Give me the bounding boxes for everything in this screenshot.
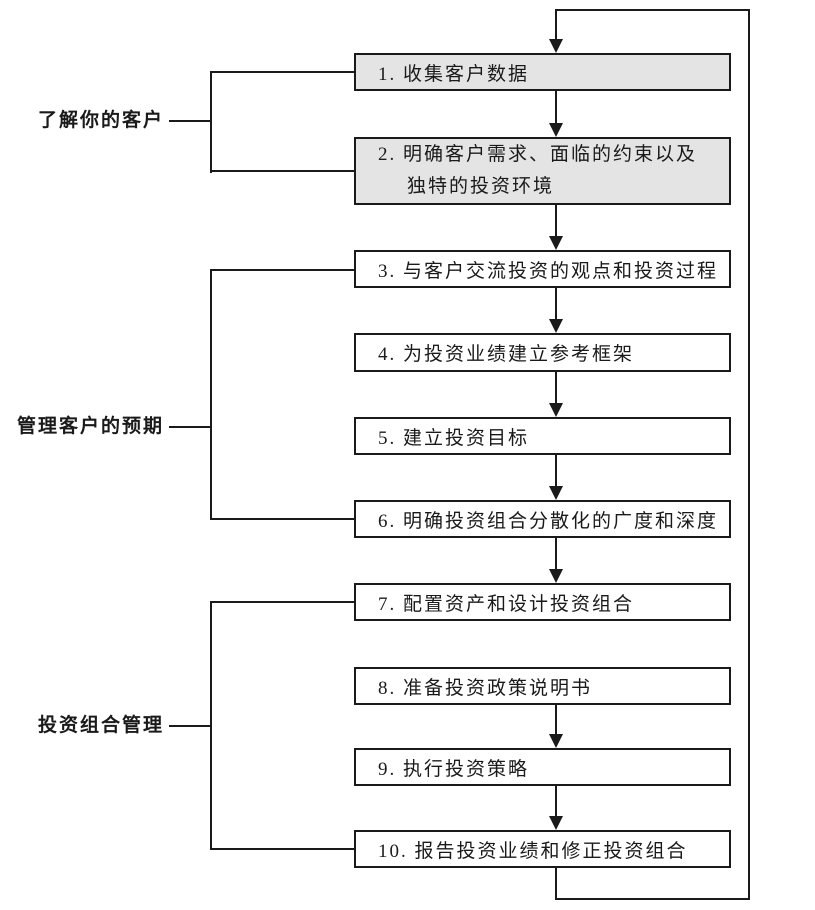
- group2-stub-to-box6: [210, 518, 354, 520]
- group3-stub-to-box7: [210, 601, 354, 603]
- group1-stub-to-box2: [210, 170, 354, 172]
- arrow-line-8-to-9: [555, 705, 557, 735]
- group3-bracket-vertical: [210, 601, 212, 850]
- down-arrowhead-icon: [549, 734, 563, 748]
- flow-box-label: 5. 建立投资目标: [378, 427, 530, 449]
- arrow-line-5-to-6: [555, 455, 557, 487]
- flow-box-label: 2. 明确客户需求、面临的约束以及: [378, 144, 698, 165]
- flow-box-6-diversification: 6. 明确投资组合分散化的广度和深度: [354, 500, 731, 538]
- arrow-line-6-to-7: [555, 538, 557, 570]
- arrow-line-2-to-3: [555, 205, 557, 237]
- group-label-know-your-client: 了解你的客户: [37, 110, 164, 131]
- down-arrowhead-icon: [549, 486, 563, 500]
- flow-box-7-asset-allocation: 7. 配置资产和设计投资组合: [354, 583, 731, 621]
- group1-bracket-vertical: [210, 71, 212, 173]
- arrow-line-4-to-5: [555, 372, 557, 404]
- feedback-line-top: [555, 9, 750, 11]
- flow-box-5-set-objectives: 5. 建立投资目标: [354, 417, 731, 455]
- flow-box-label: 10. 报告投资业绩和修正投资组合: [378, 840, 688, 862]
- flow-box-label-line2: 独特的投资环境: [407, 176, 555, 197]
- feedback-line-box10-down: [555, 866, 557, 900]
- flow-box-10-report-revise: 10. 报告投资业绩和修正投资组合: [354, 830, 731, 868]
- feedback-line-right: [748, 9, 750, 900]
- flow-box-label: 8. 准备投资政策说明书: [378, 677, 593, 699]
- down-arrowhead-icon: [549, 236, 563, 250]
- group3-label-line: [169, 725, 211, 727]
- flow-box-1-collect-client-data: 1. 收集客户数据: [354, 53, 731, 91]
- group1-label-line: [169, 120, 211, 122]
- group2-label-line: [169, 426, 211, 428]
- down-arrowhead-icon: [549, 403, 563, 417]
- down-arrowhead-icon: [549, 123, 563, 137]
- arrow-line-1-to-2: [555, 91, 557, 124]
- group3-stub-to-box10: [210, 848, 354, 850]
- feedback-line-bottom: [555, 898, 750, 900]
- group2-bracket-vertical: [210, 269, 212, 520]
- flow-box-label: 9. 执行投资策略: [378, 758, 530, 780]
- down-arrowhead-icon: [549, 39, 563, 53]
- down-arrowhead-icon: [549, 569, 563, 583]
- arrow-line-9-to-10: [555, 786, 557, 817]
- flow-box-label: 6. 明确投资组合分散化的广度和深度: [378, 510, 719, 532]
- down-arrowhead-icon: [549, 816, 563, 830]
- arrow-line-3-to-4: [555, 288, 557, 320]
- flow-box-9-execute-strategy: 9. 执行投资策略: [354, 748, 731, 786]
- flow-box-8-policy-statement: 8. 准备投资政策说明书: [354, 667, 731, 705]
- feedback-arrow-line-into-box1: [555, 9, 557, 40]
- flow-box-2-identify-needs-constraints: 2. 明确客户需求、面临的约束以及 独特的投资环境: [354, 137, 731, 205]
- flow-box-label: 3. 与客户交流投资的观点和投资过程: [378, 260, 719, 282]
- flow-box-label: 4. 为投资业绩建立参考框架: [378, 344, 635, 365]
- group2-stub-to-box3: [210, 269, 354, 271]
- flow-box-4-performance-framework: 4. 为投资业绩建立参考框架: [354, 333, 731, 372]
- flow-box-3-communicate-views: 3. 与客户交流投资的观点和投资过程: [354, 250, 731, 288]
- group-label-portfolio-management: 投资组合管理: [37, 715, 164, 736]
- flow-box-label: 1. 收集客户数据: [378, 63, 530, 85]
- flow-box-label: 7. 配置资产和设计投资组合: [378, 593, 635, 615]
- down-arrowhead-icon: [549, 319, 563, 333]
- group-label-manage-expectations: 管理客户的预期: [16, 416, 164, 437]
- group1-stub-to-box1: [210, 71, 354, 73]
